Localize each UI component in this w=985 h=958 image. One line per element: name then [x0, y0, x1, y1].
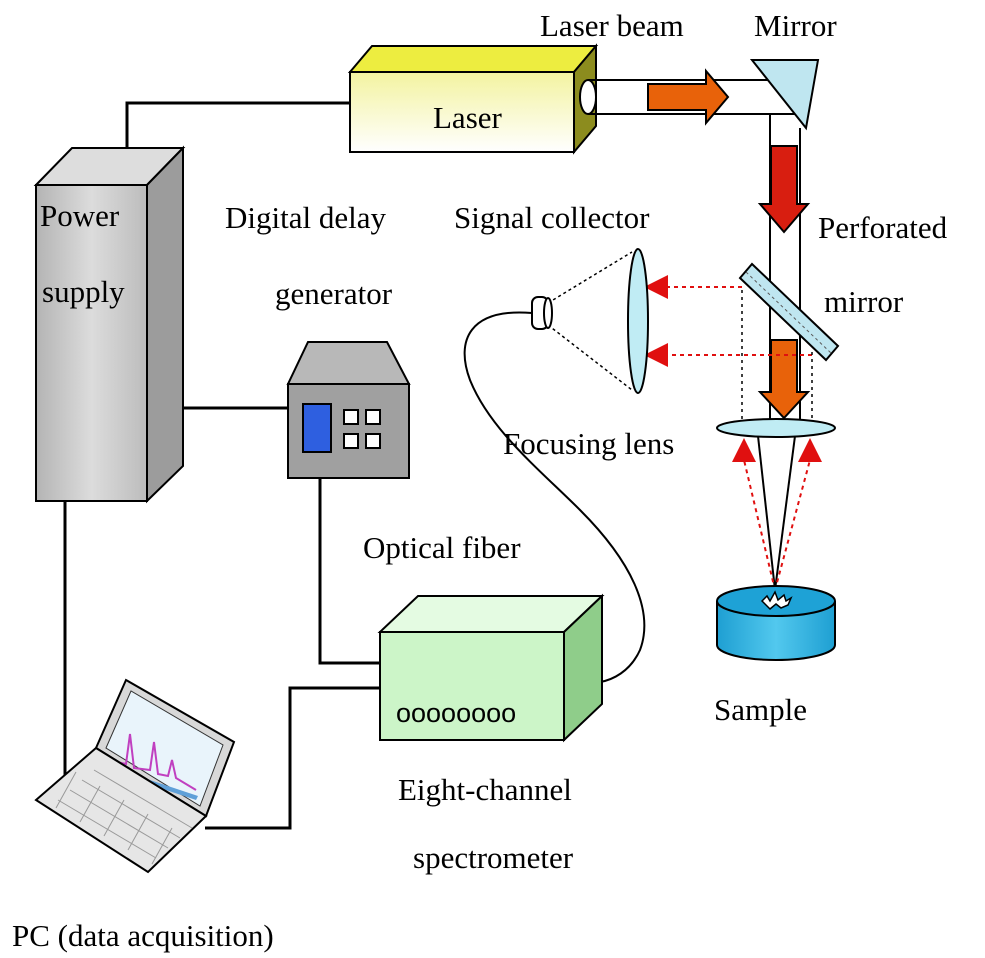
generator-label: generator: [275, 276, 393, 311]
optical-fiber-cable: [463, 311, 646, 683]
beam-arrow-after-mirror: [757, 339, 811, 420]
signal-arrow-upper: [644, 275, 668, 299]
spectrometer-label: spectrometer: [413, 840, 574, 875]
emission-arrow-right: [798, 438, 822, 462]
turning-mirror: [749, 59, 820, 131]
laser-top-face: [347, 45, 599, 73]
plasma-emission-rays: [743, 459, 811, 591]
laser-beam-horizontal: [588, 68, 800, 126]
plasma-spark: [760, 590, 793, 611]
wire-spectrometer-to-pc: [205, 686, 380, 830]
focusing-lens-label: Focusing lens: [503, 426, 674, 461]
beam-arrow-orange: [647, 68, 730, 126]
laser-front-face: [349, 71, 575, 153]
digital-delay-generator: [286, 341, 411, 479]
laser-beam-label: Laser beam: [540, 8, 684, 43]
delay-generator-screen: [302, 403, 332, 453]
wire-power-to-laser: [125, 101, 355, 150]
wiring: [63, 101, 381, 830]
mirror2-label: mirror: [824, 284, 904, 319]
delay-generator-button: [365, 409, 381, 425]
delay-generator-button: [343, 433, 359, 449]
laser-unit: Laser: [347, 43, 599, 155]
laptop-screen-spectrum: [107, 733, 197, 791]
delay-generator-button: [343, 409, 359, 425]
optical-fiber-label: Optical fiber: [363, 530, 521, 565]
perforated-label: Perforated: [818, 210, 948, 245]
power-supply-label-line1: Power: [40, 198, 120, 233]
sample-label: Sample: [714, 692, 807, 727]
signal-arrow-lower: [644, 343, 668, 367]
collected-light-paths: [664, 286, 812, 356]
signal-collector-label: Signal collector: [454, 200, 650, 235]
focused-beam: [757, 435, 796, 591]
beam-arrow-red: [757, 145, 811, 234]
laptop-keyboard-base: [34, 746, 208, 874]
spectrometer-ports: oooooooo: [396, 698, 516, 728]
emission-arrow-left: [732, 438, 756, 462]
power-supply-label-line2: supply: [42, 274, 125, 309]
pc-label: PC (data acquisition): [12, 918, 274, 953]
power-supply: Power supply: [33, 145, 186, 504]
laptop-keys: [55, 769, 193, 865]
digital-delay-label: Digital delay: [225, 200, 386, 235]
mirror-label: Mirror: [754, 8, 837, 43]
perforated-mirror: [738, 262, 840, 362]
eight-channel-label: Eight-channel: [398, 772, 572, 807]
outgoing-beam-edges: [741, 290, 813, 420]
pc-laptop: [34, 678, 236, 874]
eight-channel-spectrometer: oooooooo: [377, 593, 605, 743]
focusing-lens: [716, 418, 836, 438]
fiber-head: [531, 296, 553, 330]
fiber-coupling-rays: [547, 251, 633, 391]
sample-holder: [716, 585, 836, 661]
delay-generator-button: [365, 433, 381, 449]
signal-collector-lens: [627, 248, 649, 394]
laser-label: Laser: [433, 100, 503, 135]
laser-aperture: [579, 79, 597, 115]
wire-delay-to-spectrometer: [318, 478, 381, 665]
